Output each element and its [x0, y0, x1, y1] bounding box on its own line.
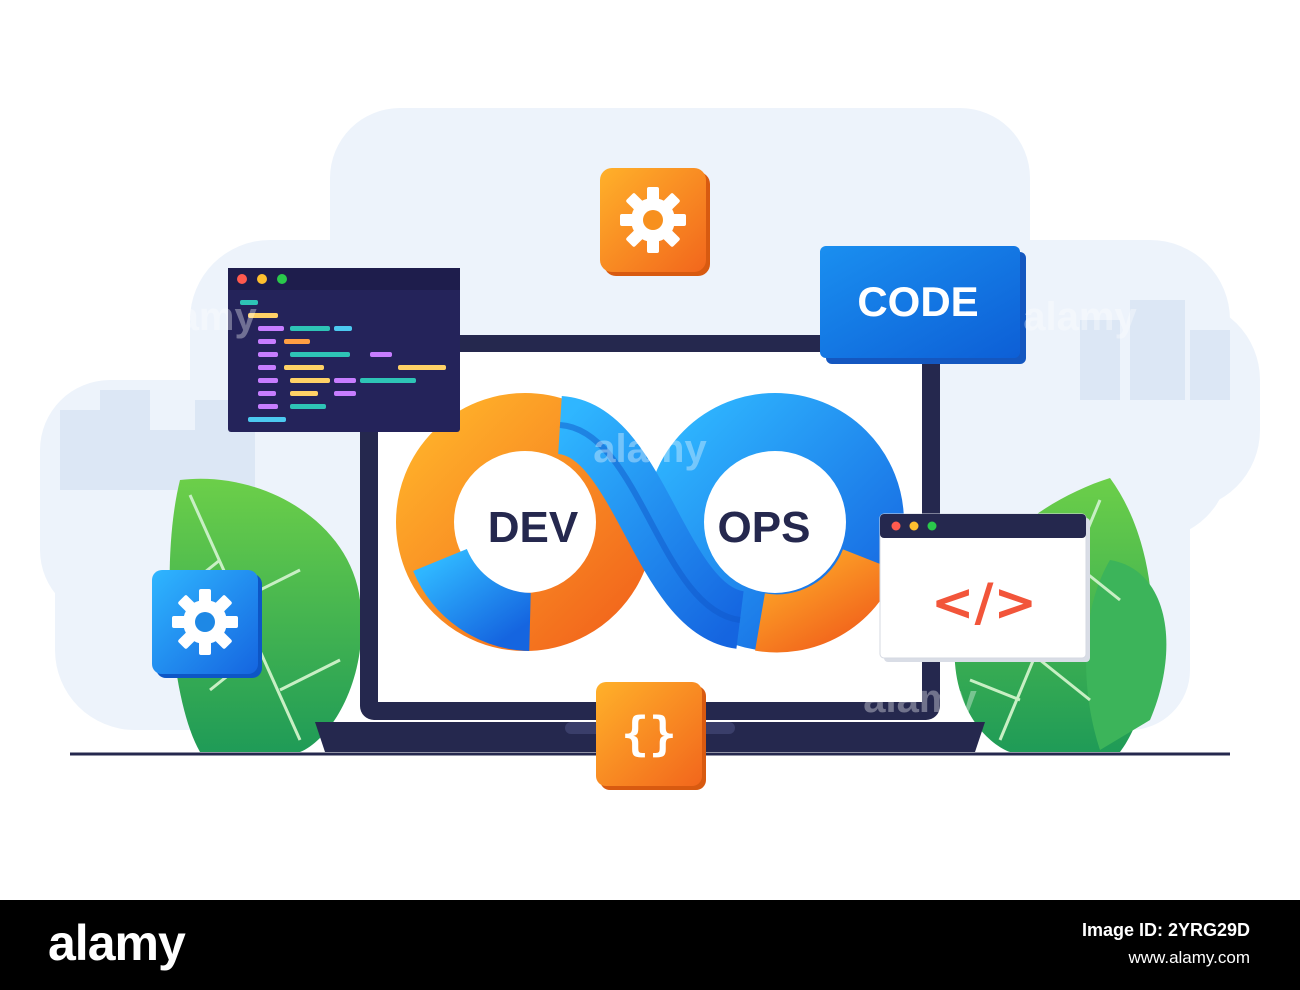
gear-tile-top — [600, 168, 710, 276]
code-tag-icon: </> — [931, 573, 1037, 633]
loop-left-label: DEV — [488, 503, 579, 552]
footer-url[interactable]: www.alamy.com — [1128, 948, 1250, 967]
window-close-dot — [237, 274, 247, 284]
watermark-text: alamy — [593, 427, 707, 471]
braces-icon: {} — [621, 707, 676, 761]
watermark-group: alamy alamy alamy alamy — [143, 295, 1137, 721]
loop-right-label: OPS — [718, 503, 811, 552]
watermark-text: alamy — [143, 295, 257, 339]
code-editor-window — [228, 268, 460, 432]
footer-image-id: Image ID: 2YRG29D — [1081, 920, 1250, 940]
infinity-loop-icon — [396, 393, 904, 653]
code-badge — [820, 246, 1026, 364]
window-max-dot — [277, 274, 287, 284]
code-badge-label: CODE — [857, 278, 978, 325]
footer-brand-logo[interactable]: alamy — [48, 915, 186, 971]
code-tag-window — [879, 513, 1090, 662]
window-min-dot — [909, 521, 919, 531]
city-skyline — [60, 300, 1230, 490]
gear-icon — [620, 187, 686, 253]
window-max-dot — [927, 521, 937, 531]
window-min-dot — [257, 274, 267, 284]
footer-bar — [0, 900, 1300, 990]
braces-tile — [596, 682, 706, 790]
gear-tile-left — [152, 570, 262, 678]
watermark-text: alamy — [863, 677, 977, 721]
window-close-dot — [891, 521, 901, 531]
code-lines — [240, 300, 446, 422]
gear-icon — [172, 589, 238, 655]
watermark-text: alamy — [1023, 295, 1137, 339]
